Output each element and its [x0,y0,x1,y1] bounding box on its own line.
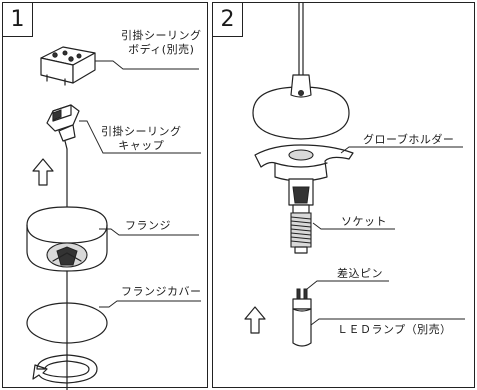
label-ceiling-body: 引掛シーリング ボディ(別売) [121,29,202,57]
label-ceiling-cap-line2: キャップ [118,139,165,152]
step-number-1: 1 [3,3,33,37]
label-flange: フランジ [125,219,171,232]
step-2-panel: 2 [212,2,475,388]
ceiling-body-drawing [40,46,96,86]
up-arrow [32,158,54,186]
shade-drawing [252,74,350,140]
label-led-lamp: ＬＥＤランプ（別売） [337,323,452,336]
label-ceiling-cap: 引掛シーリング キャップ [101,125,182,153]
flange-cover-drawing [26,302,108,344]
led-lamp-drawing [292,288,312,347]
step-1-panel: 1 [2,2,208,390]
step-2-illustration [244,2,465,347]
label-globe-holder: グローブホルダー [363,133,455,146]
ceiling-cap-drawing [46,104,80,150]
globe-holder-drawing [254,144,354,182]
label-ceiling-body-line2: ボディ(別売) [128,43,195,56]
flange-drawing [26,206,108,272]
label-flange-cover: フランジカバー [121,285,202,298]
socket-drawing [288,178,314,254]
rotate-arrow [32,342,98,390]
up-arrow-2 [244,306,266,334]
label-plug-pins: 差込ピン [337,267,383,280]
step-number-2: 2 [213,3,243,37]
label-ceiling-cap-line1: 引掛シーリング [101,125,182,138]
label-ceiling-body-line1: 引掛シーリング [121,29,202,42]
label-socket: ソケット [341,215,387,228]
step-1-illustration [26,46,201,390]
